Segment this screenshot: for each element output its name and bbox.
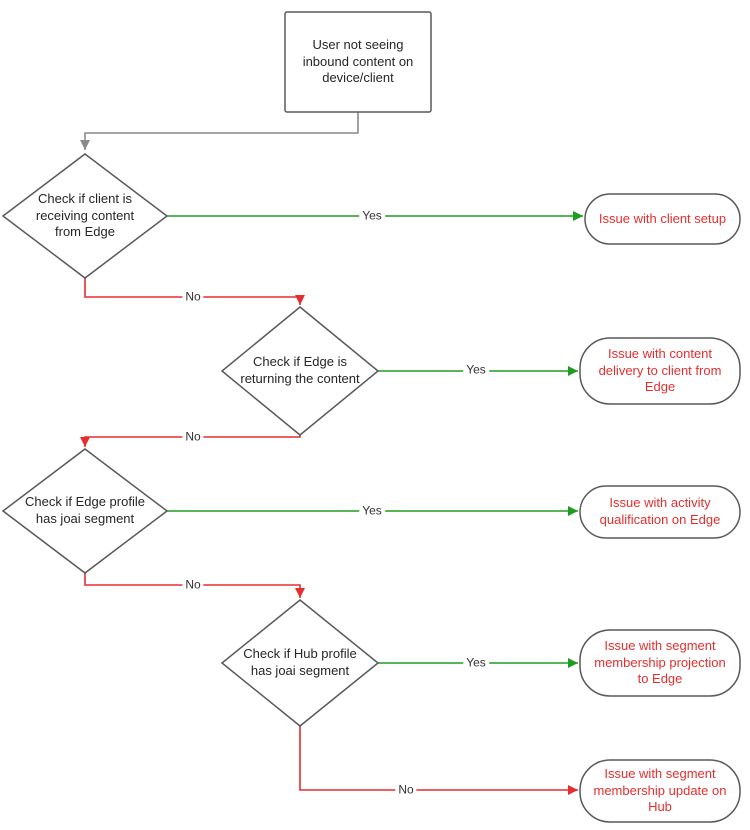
outcome-2-shape (579, 337, 741, 405)
decision-1-shape (1, 153, 169, 279)
edge-no-decision-1 (84, 278, 305, 305)
edge-no-decision-2 (80, 435, 301, 447)
decision-2-shape (220, 306, 380, 436)
outcome-4-shape (579, 629, 741, 697)
decision-3-shape (1, 448, 169, 574)
start-node-shape (284, 11, 432, 113)
outcome-5-shape (579, 759, 741, 823)
edge-start-to-decision-1 (80, 112, 359, 150)
edge-no-decision-3 (84, 573, 305, 598)
outcome-1-shape (584, 193, 741, 245)
edge-no-decision-4 (299, 726, 578, 795)
outcome-3-shape (579, 485, 741, 539)
decision-4-shape (220, 599, 380, 727)
